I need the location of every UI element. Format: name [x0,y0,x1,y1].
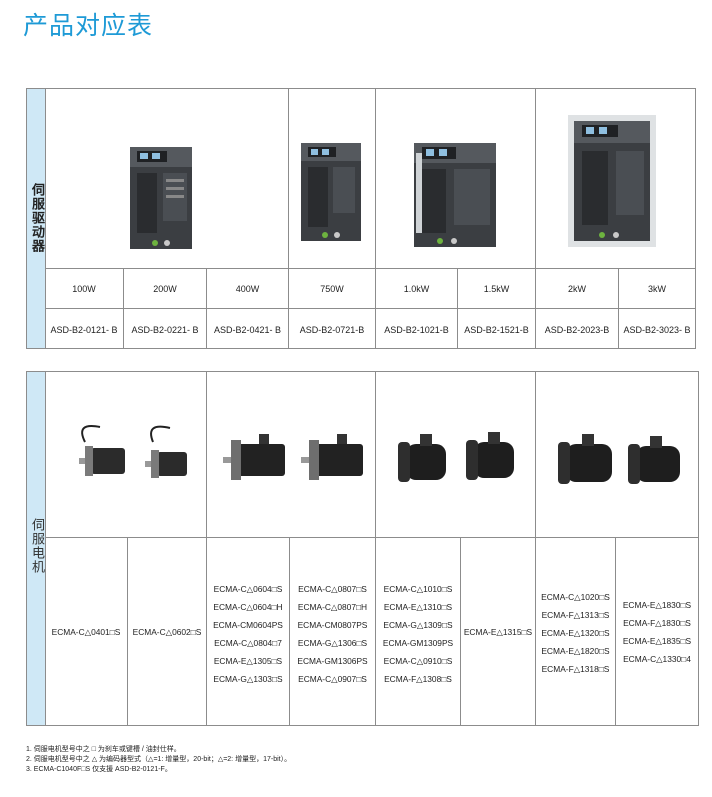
drive-model: ASD-B2-0121- B [50,325,118,335]
motor-model: ECMA-GM1306PS [297,656,368,666]
motor-model: ECMA-C△0910□S [383,656,453,666]
drive-image-cell-small [45,89,289,268]
motor-model: ECMA-C△0604□H [213,602,283,612]
motor-model: ECMA-G△1306□S [297,638,368,648]
drive-power: 1.5kW [483,284,510,294]
motor-model: ECMA-C△0807□H [297,602,368,612]
motor-section-band: 伺服电机 [27,372,46,725]
motor-model: ECMA-G△1309□S [383,620,453,630]
drive-col-3: 400W ASD-B2-0421- B [207,269,289,348]
motor-model: ECMA-C△0604□S [213,584,283,594]
motor-model: ECMA-C△1010□S [383,584,453,594]
motor-table: 伺服电机 [26,371,699,726]
servo-motor-icon [79,425,187,478]
motor-model: ECMA-C△0401□S [51,627,121,637]
servo-motor-icon [223,434,363,480]
servo-drive-icon [301,143,361,241]
drive-image-cell-1kw [376,89,536,268]
drive-model: ASD-B2-0721-B [299,325,365,335]
drive-section-label: 伺服驱动器 [30,183,45,253]
motor-model: ECMA-E△1820□S [541,646,610,656]
drive-power: 3kW [648,284,666,294]
motor-model: ECMA-E△1310□S [383,602,453,612]
drive-model: ASD-B2-1521-B [464,325,529,335]
drive-model: ASD-B2-1021-B [384,325,449,335]
drive-power: 2kW [568,284,586,294]
motor-col-1: ECMA-C△0401□S [45,538,128,725]
drive-table: 伺服驱动器 [26,88,696,349]
motor-model: ECMA-E△1305□S [213,656,283,666]
motor-model: ECMA-CM0807PS [297,620,368,630]
motor-model: ECMA-E△1320□S [541,628,610,638]
motor-col-2: ECMA-C△0602□S [128,538,207,725]
drive-model: ASD-B2-2023-B [544,325,610,335]
servo-drive-icon [414,143,496,247]
motor-model: ECMA-C△1330□4 [623,654,691,664]
motor-model: ECMA-C△0602□S [132,627,202,637]
drive-image-cell-large [536,89,695,268]
drive-col-1: 100W ASD-B2-0121- B [45,269,124,348]
footnotes: 1. 伺服电机型号中之 □ 为刹车或键槽 / 油封仕样。 2. 伺服电机型号中之… [26,745,291,775]
motor-model: ECMA-GM1309PS [382,638,454,648]
motor-model: ECMA-C△0807□S [298,584,367,594]
drive-col-6: 1.5kW ASD-B2-1521-B [458,269,536,348]
motor-col-4: ECMA-C△0807□S ECMA-C△0807□H ECMA-CM0807P… [290,538,376,725]
drive-model: ASD-B2-3023- B [623,325,691,335]
footnote: 2. 伺服电机型号中之 △ 为编码器型式（△=1: 增量型，20-bit；△=2… [26,756,292,763]
motor-image-cell-4 [536,372,698,537]
motor-image-cell-3 [376,372,536,537]
motor-model: ECMA-E△1835□S [622,636,692,646]
motor-model: ECMA-C△0804□7 [214,638,282,648]
motor-col-8: ECMA-E△1830□S ECMA-F△1830□S ECMA-E△1835□… [616,538,698,725]
drive-col-8: 3kW ASD-B2-3023- B [619,269,695,348]
drive-col-7: 2kW ASD-B2-2023-B [536,269,619,348]
drive-power: 200W [153,284,177,294]
servo-drive-icon [130,147,192,249]
drive-section-band: 伺服驱动器 [27,89,46,348]
drive-power: 1.0kW [403,284,430,294]
motor-section-label: 伺服电机 [30,518,45,574]
motor-model: ECMA-F△1318□S [541,664,610,674]
servo-motor-icon [558,434,680,484]
drive-image-cell-750w [289,89,376,268]
motor-model: ECMA-F△1830□S [623,618,691,628]
drive-model: ASD-B2-0221- B [131,325,199,335]
drive-model: ASD-B2-0421- B [213,325,282,335]
servo-drive-icon [568,115,656,247]
motor-col-6: ECMA-E△1315□S [461,538,536,725]
motor-model: ECMA-E△1830□S [622,600,692,610]
drive-col-4: 750W ASD-B2-0721-B [289,269,376,348]
motor-image-cell-1 [45,372,207,537]
motor-col-5: ECMA-C△1010□S ECMA-E△1310□S ECMA-G△1309□… [376,538,461,725]
motor-model: ECMA-G△1303□S [213,674,283,684]
motor-model: ECMA-CM0604PS [213,620,283,630]
drive-col-5: 1.0kW ASD-B2-1021-B [376,269,458,348]
motor-model: ECMA-C△1020□S [541,592,610,602]
motor-model: ECMA-F△1308□S [384,674,452,684]
drive-power: 400W [235,284,260,294]
drive-col-2: 200W ASD-B2-0221- B [124,269,207,348]
motor-image-cell-2 [207,372,376,537]
servo-motor-icon [398,432,514,482]
page-title: 产品对应表 [23,11,154,40]
footnote: 3. ECMA-C1040F□S 仅支援 ASD-B2-0121-F。 [26,766,172,773]
motor-model: ECMA-C△0907□S [298,674,367,684]
drive-power: 750W [320,284,344,294]
motor-col-7: ECMA-C△1020□S ECMA-F△1313□S ECMA-E△1320□… [536,538,616,725]
motor-model: ECMA-F△1313□S [541,610,610,620]
drive-power: 100W [72,284,96,294]
motor-col-3: ECMA-C△0604□S ECMA-C△0604□H ECMA-CM0604P… [207,538,290,725]
footnote: 1. 伺服电机型号中之 □ 为刹车或键槽 / 油封仕样。 [26,746,181,753]
motor-model: ECMA-E△1315□S [463,627,533,637]
